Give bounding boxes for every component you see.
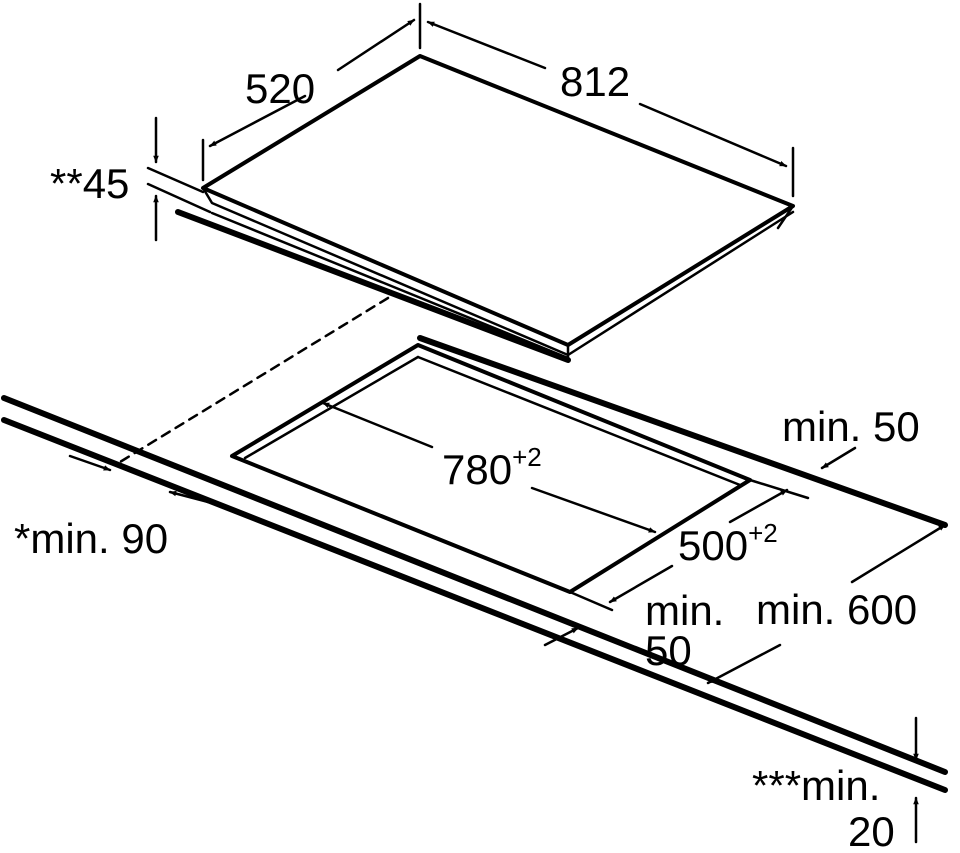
cutout-depth-tolerance: +2 bbox=[748, 518, 778, 548]
back-clearance-arrow bbox=[820, 446, 857, 470]
worktop bbox=[1, 335, 948, 793]
hob-thickness-extension-top bbox=[146, 166, 205, 194]
worktop-front-bottom-edge bbox=[1, 417, 948, 793]
hob-width-label: 812 bbox=[560, 58, 630, 105]
worktop-thickness-dimension: ***min. 20 bbox=[752, 716, 919, 853]
cutout-depth-dimension: 500+2 bbox=[568, 478, 810, 612]
hob-depth-line-upper bbox=[336, 18, 416, 72]
hob-outline bbox=[201, 54, 795, 360]
side-clearance-dimension: *min. 90 bbox=[14, 454, 214, 562]
hob-width-line-left bbox=[426, 20, 547, 70]
hob-thickness-dimension: **45 bbox=[50, 116, 212, 242]
worktop-thickness-label-line2: 20 bbox=[848, 808, 895, 853]
hob-thickness-extension-bottom bbox=[146, 182, 212, 214]
cutout-depth-line-bottom bbox=[608, 564, 674, 604]
hob-thickness-label: **45 bbox=[50, 160, 129, 207]
cutout-depth-value: 500 bbox=[678, 522, 748, 569]
hob-depth-line-lower bbox=[208, 94, 307, 148]
worktop-thickness-label-line1: ***min. bbox=[752, 762, 880, 809]
back-clearance-dimension: min. 50 bbox=[782, 403, 920, 470]
hob-depth-label: 520 bbox=[245, 65, 315, 112]
front-clearance-label-line1: min. bbox=[645, 587, 724, 634]
side-clearance-label: *min. 90 bbox=[14, 515, 168, 562]
cutout-depth-extension bbox=[748, 478, 810, 500]
cutout-width-label: 780+2 bbox=[442, 442, 542, 493]
cutout-width-dimension: 780+2 bbox=[321, 401, 657, 534]
side-clearance-arrow-right bbox=[168, 490, 214, 505]
front-clearance-dimension: min. 50 bbox=[543, 587, 724, 674]
worktop-depth-line-top bbox=[850, 523, 947, 584]
cutout-depth-extension-front bbox=[568, 590, 614, 612]
cutout-inner-back bbox=[416, 355, 742, 487]
hob-flange-line bbox=[175, 209, 571, 363]
back-clearance-label: min. 50 bbox=[782, 403, 920, 450]
cutout-depth-line-top bbox=[728, 488, 789, 524]
worktop-back-edge bbox=[417, 335, 948, 528]
hob-base-edge bbox=[210, 211, 570, 360]
cutout-width-value: 780 bbox=[442, 446, 512, 493]
hob-width-dimension: 812 bbox=[426, 20, 795, 198]
worktop-depth-label: min. 600 bbox=[756, 586, 917, 633]
front-clearance-arrow bbox=[543, 626, 580, 647]
hob-depth-dimension: 520 bbox=[201, 2, 422, 182]
worktop-depth-dimension: min. 600 bbox=[706, 523, 947, 685]
worktop-front-top-edge bbox=[1, 395, 948, 775]
side-clearance-arrow-left bbox=[68, 454, 112, 472]
cutout-depth-label: 500+2 bbox=[678, 518, 778, 569]
front-clearance-label-line2: 50 bbox=[645, 627, 692, 674]
projection-dashed-line bbox=[118, 296, 390, 464]
hob-right-corner bbox=[776, 204, 795, 230]
cutout-width-tolerance: +2 bbox=[512, 442, 542, 472]
cutout-width-line-right bbox=[530, 486, 657, 534]
hob-body-edge bbox=[201, 186, 795, 357]
worktop-depth-line-bottom bbox=[706, 643, 782, 685]
cutout-width-line-left bbox=[321, 401, 434, 449]
hob-width-line-right bbox=[638, 102, 788, 168]
